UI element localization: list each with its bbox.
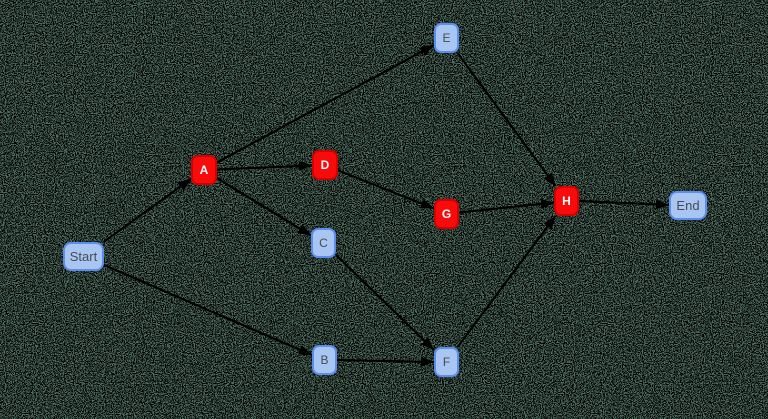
edge-start-a <box>102 178 192 243</box>
edge-c-f <box>335 254 435 351</box>
node-start[interactable]: Start <box>63 242 104 271</box>
edge-b-f <box>336 356 435 367</box>
node-d[interactable]: D <box>312 150 338 180</box>
edge-f-h <box>456 215 557 348</box>
edge-a-c <box>215 176 312 237</box>
edge-h-end <box>578 199 670 210</box>
edge-a-d <box>215 161 313 172</box>
node-b[interactable]: B <box>312 345 337 375</box>
node-h[interactable]: H <box>554 186 579 216</box>
node-g[interactable]: G <box>434 199 459 229</box>
node-e[interactable]: E <box>434 23 459 53</box>
node-end[interactable]: End <box>669 191 707 220</box>
edge-a-e <box>215 44 435 164</box>
edge-g-h <box>458 198 555 214</box>
edge-d-g <box>336 168 435 210</box>
edge-start-b <box>103 263 313 357</box>
node-a[interactable]: A <box>191 155 217 185</box>
node-f[interactable]: F <box>434 347 459 377</box>
edge-e-h <box>456 52 557 187</box>
node-c[interactable]: C <box>311 228 336 258</box>
